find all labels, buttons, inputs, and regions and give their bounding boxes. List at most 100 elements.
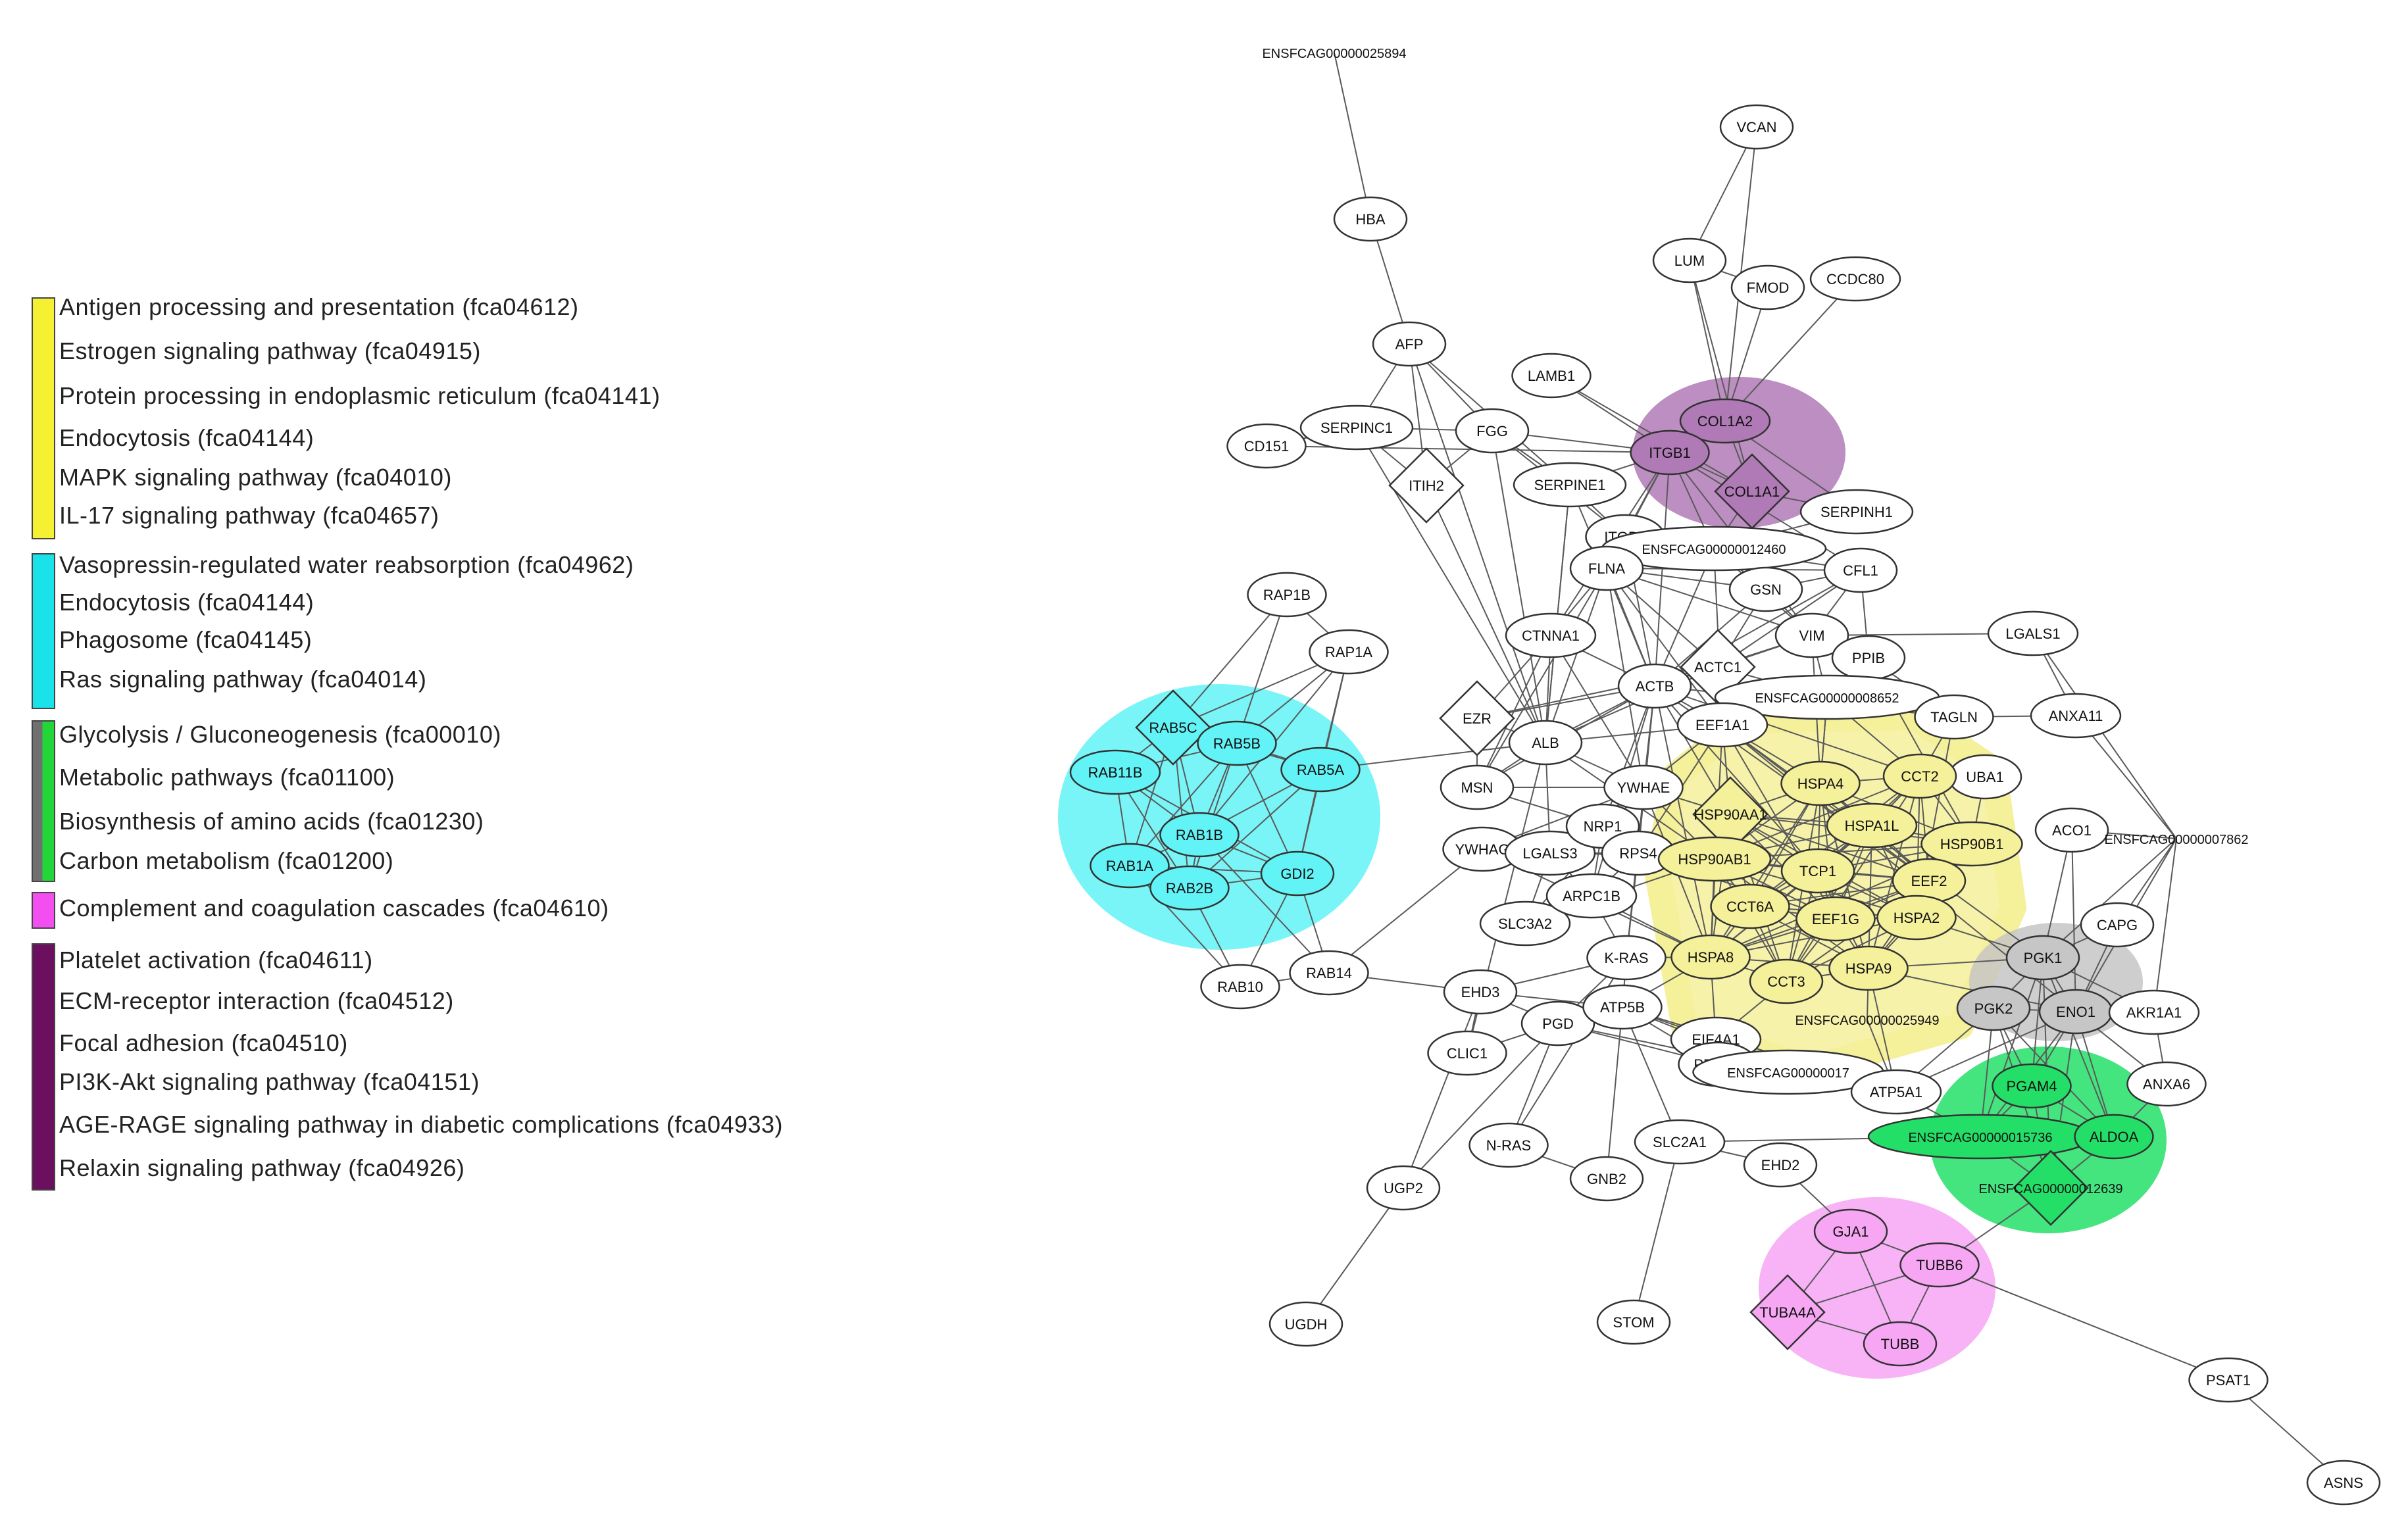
network-node[interactable]: YWHAG [1442,826,1522,872]
network-node[interactable]: MSN [1440,764,1515,810]
network-node[interactable]: ENSFCAG00000008652 [1714,674,1940,720]
network-node[interactable]: LUM [1652,237,1727,283]
network-node[interactable]: RAB1B [1159,812,1240,858]
network-node[interactable]: EEF2 [1892,858,1967,904]
network-node[interactable]: HSPA1L [1826,802,1918,849]
network-node[interactable]: EHD3 [1443,969,1518,1015]
network-node[interactable]: CCT3 [1749,958,1824,1004]
network-node[interactable]: RPS4 [1601,830,1676,876]
network-node[interactable]: EEF1A1 [1676,702,1768,748]
network-node[interactable]: ITIH2 [1388,447,1465,524]
network-node[interactable]: COL1A2 [1679,398,1771,444]
network-node[interactable]: ENSFCAG00000012460 [1601,526,1827,572]
network-node[interactable]: GJA1 [1813,1208,1888,1254]
network-node[interactable]: HSPA8 [1670,934,1751,980]
network-node[interactable]: ALDOA [2074,1114,2154,1160]
network-node[interactable]: SLC3A2 [1479,900,1571,947]
network-node[interactable]: ACO1 [2034,807,2109,853]
network-node[interactable]: HSP90B1 [1920,821,2023,867]
network-node[interactable]: PGAM4 [1992,1063,2072,1109]
network-node[interactable]: PPIB [1831,635,1906,681]
network-node[interactable]: VIM [1774,612,1849,658]
network-node[interactable]: RAB11B [1069,749,1161,795]
network-node[interactable]: CD151 [1226,423,1307,469]
network-node[interactable]: RAB14 [1289,950,1369,996]
network-node[interactable]: HBA [1333,196,1408,242]
network-node[interactable]: HSP90AB1 [1657,836,1772,882]
network-node[interactable]: CFL1 [1823,547,1898,593]
network-node[interactable]: GNB2 [1569,1156,1644,1202]
network-node[interactable]: CLIC1 [1427,1030,1507,1076]
network-node[interactable]: RAB1A [1090,843,1170,889]
network-node[interactable]: HSPA2 [1876,895,1957,941]
network-node[interactable]: PGK1 [2005,935,2080,981]
network-node[interactable]: ENSFCAG00000025949 [1795,1014,1939,1028]
network-node[interactable]: ENSFCAG00000025894 [1262,47,1406,61]
network-node[interactable]: CCT2 [1882,753,1957,799]
node-ellipse [1268,1301,1343,1347]
network-node[interactable]: RAB5A [1280,747,1361,793]
network-node[interactable]: EEF1G [1795,896,1876,942]
network-node[interactable]: LGALS1 [1987,610,2079,656]
network-node[interactable]: ALB [1508,720,1583,766]
network-node[interactable]: LGALS3 [1504,830,1596,876]
network-node[interactable]: EHD2 [1743,1142,1818,1188]
network-node[interactable]: STOM [1596,1299,1671,1345]
network-node[interactable]: TAGLN [1914,694,1994,740]
network-node[interactable]: K-RAS [1586,935,1667,981]
network-node[interactable]: PSAT1 [2188,1357,2269,1403]
network-node[interactable]: ENSFCAG00000017 [1692,1049,1884,1095]
network-node[interactable]: CCDC80 [1809,256,1901,302]
network-node[interactable]: UBA1 [1947,754,2022,800]
network-node[interactable]: UGP2 [1366,1165,1441,1211]
network-node[interactable]: TUBA4A [1749,1274,1826,1350]
network-node[interactable]: CTNNA1 [1505,612,1597,658]
network-node[interactable]: SERPINE1 [1513,462,1627,508]
network-node[interactable]: TUBB [1863,1321,1938,1367]
network-node[interactable]: HSPA4 [1780,760,1861,806]
network-node[interactable]: UGDH [1268,1301,1343,1347]
network-node[interactable]: COL1A1 [1714,453,1790,529]
network-node[interactable]: FGG [1455,408,1530,454]
network-node[interactable]: RAB5C [1135,689,1211,766]
network-node[interactable]: ENSFCAG00000015736 [1867,1114,2094,1160]
network-node[interactable]: RAP1B [1247,572,1327,618]
network-node[interactable]: CAPG [2080,902,2155,948]
network-node[interactable]: FLNA [1569,545,1644,591]
network-node[interactable]: AFP [1372,321,1447,367]
network-node[interactable]: RAB10 [1200,964,1280,1010]
network-node[interactable]: ENO1 [2038,989,2113,1035]
network-node[interactable]: RAB5B [1197,720,1277,766]
network-node[interactable]: N-RAS [1468,1122,1549,1168]
network-node[interactable]: SERPINC1 [1299,405,1414,451]
network-node[interactable]: ATP5B [1582,984,1663,1030]
network-node[interactable]: RAB2B [1149,865,1230,911]
network-node[interactable]: ACTB [1617,663,1692,709]
network-node[interactable]: TUBB6 [1899,1242,1980,1288]
network-node[interactable]: SERPINH1 [1799,489,1914,535]
network-node[interactable]: ATP5A1 [1850,1069,1942,1115]
network-node[interactable]: ITGB1 [1630,430,1710,476]
network-node[interactable]: YWHAE [1603,764,1684,810]
network-node[interactable]: GDI2 [1260,850,1335,897]
network-node[interactable]: LAMB1 [1511,353,1592,399]
network-node[interactable]: HSP90AA1 [1692,776,1768,852]
network-node[interactable]: ANXA11 [2030,693,2122,739]
network-node[interactable]: ENSFCAG00000012639 [1978,1150,2123,1226]
network-node[interactable]: FMOD [1730,264,1805,310]
network-node[interactable]: RAP1A [1309,629,1389,675]
network-node[interactable]: SLC2A1 [1634,1119,1726,1165]
network-node[interactable]: HSPA9 [1828,945,1909,991]
network-node[interactable]: GSN [1728,566,1803,612]
network-node[interactable]: PGD [1520,1000,1595,1046]
network-node[interactable]: CCT6A [1710,883,1790,929]
network-node[interactable]: ASNS [2306,1460,2381,1506]
network-node[interactable]: AKR1A1 [2108,989,2200,1035]
network-node[interactable]: TCP1 [1780,848,1855,894]
network-node[interactable]: EZR [1439,680,1515,756]
network-node[interactable]: ANXA6 [2126,1061,2207,1107]
network-node[interactable]: ENSFCAG00000007862 [2104,833,2248,847]
network-node[interactable]: VCAN [1719,104,1794,150]
network-node[interactable]: ARPC1B [1545,873,1638,919]
network-node[interactable]: PGK2 [1956,985,2031,1031]
